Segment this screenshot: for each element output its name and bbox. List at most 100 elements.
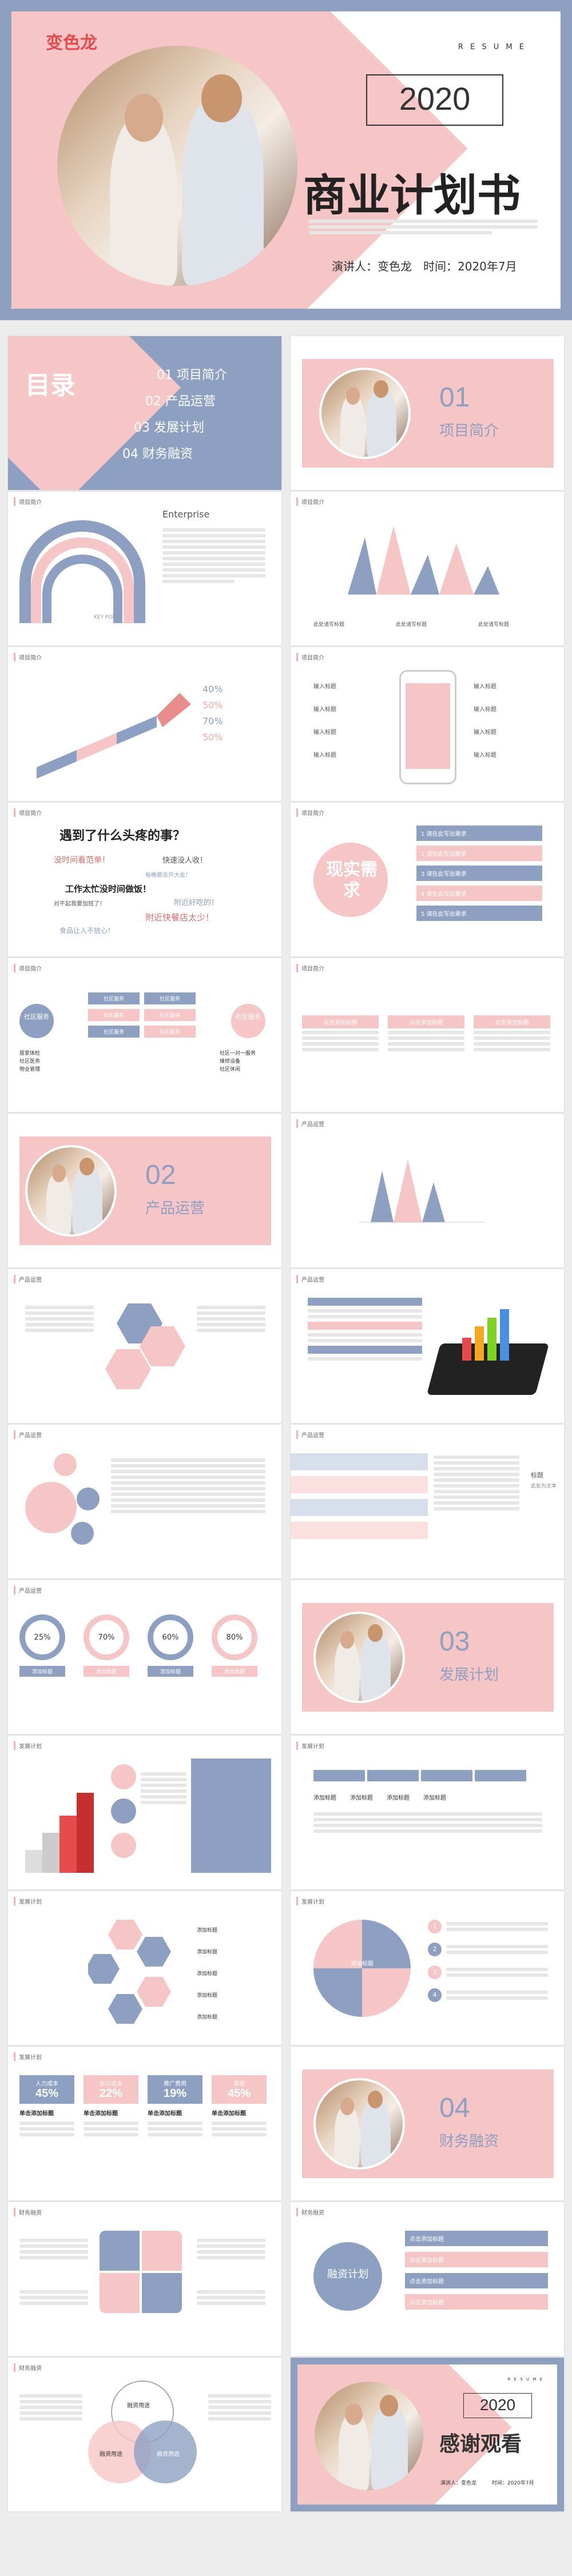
blue-circle-3: [71, 1522, 94, 1545]
service-left-circle: 社区服务: [19, 1004, 54, 1038]
toc-item-4[interactable]: 财务融资: [142, 447, 193, 461]
phone-label-8: 输入标题: [474, 752, 496, 759]
timeline-slide: 发展计划 添加标题 添加标题 添加标题 添加标题: [291, 1736, 564, 1889]
ring-4: 80%: [212, 1614, 257, 1660]
pain-2: 快速没人收！: [162, 856, 208, 865]
hexflow-item-3: 添加标题: [197, 1971, 218, 1977]
phone-label-4: 输入标题: [313, 752, 336, 759]
slide-header: 项目简介: [14, 808, 42, 817]
cost-head-1: 单击添加标题: [19, 2111, 54, 2117]
intro-b-item-1: 此处请写标题: [313, 622, 345, 628]
plan-circle-1: [111, 1764, 136, 1789]
phone-label-2: 输入标题: [313, 707, 336, 713]
ring-1: 25%: [19, 1614, 65, 1660]
section2-photo: [25, 1145, 117, 1237]
pain-7: 附近快餐店太少！: [145, 912, 214, 923]
pie-num-4: 4: [428, 1988, 442, 2002]
intro-slide-a: 项目简介 Enterprise KEY POINT: [8, 492, 281, 645]
slide-header: 发展计划: [14, 2052, 42, 2061]
slide-header: 项目简介: [296, 653, 324, 661]
slide-header: 产品运营: [296, 1430, 324, 1439]
pain-6: 附近好吃的！: [174, 899, 219, 907]
intro-slide-b: 项目简介 此处请写标题 此处请写标题 此处请写标题: [291, 492, 564, 645]
timeline-arrow-2: [367, 1770, 419, 1781]
hexflow-item-5: 添加标题: [197, 2015, 218, 2020]
venn-slide: 财务融资 融资用途 融资用途 融资用途: [8, 2358, 281, 2511]
ring-slide: 产品运营 25% 添加标题 70% 添加标题 60% 添加标题 80% 添加标题: [8, 1580, 281, 1734]
pie-num-3: 3: [428, 1965, 442, 1979]
cover-speaker: 演讲人：变色龙: [332, 260, 412, 273]
timeline-tab-3: 添加标题: [387, 1795, 410, 1801]
slide-header: 项目简介: [296, 497, 324, 506]
toc-item-3[interactable]: 发展计划: [154, 421, 205, 435]
toc-slide: 目录 01 项目简介 02 产品运营 03 发展计划 04 财务融资: [8, 336, 281, 490]
rising-steps: [37, 693, 191, 779]
service-chip-2: 社区服务: [144, 992, 196, 1004]
service-l-3: 物业管理: [19, 1067, 41, 1072]
service-right-circle: 社区服务: [231, 1004, 265, 1038]
ribbon-slide: 产品运营 标题 此处为文本: [291, 1425, 564, 1578]
ring-2: 70%: [84, 1614, 129, 1660]
ops-cone-chart: [359, 1159, 485, 1223]
ribbon-title: 标题: [531, 1472, 543, 1479]
big-pink-circle: [25, 1482, 77, 1533]
demand-item-3: 3 请在此写出需求: [416, 866, 542, 881]
service-slide: 项目简介 社区服务 社区服务 社区服务 社区服务 社区服务 社区服务 社区服务 …: [8, 958, 281, 1112]
pct-1: 40%: [202, 684, 223, 695]
pain-1: 没时间看范单！: [54, 856, 110, 865]
pie-list-slide: 发展计划 添加标题 1 2 3 4: [291, 1891, 564, 2045]
ops-cone-slide: 产品运营: [291, 1114, 564, 1267]
phone-label-3: 输入标题: [313, 729, 336, 736]
end-speaker: 演讲人：变色龙: [440, 2481, 477, 2486]
hex-slide: 产品运营: [8, 1269, 281, 1423]
venn-right: [134, 2421, 197, 2483]
slide-header: 产品运营: [14, 1586, 42, 1594]
end-year: 2020: [479, 2396, 516, 2414]
cost-slide: 发展计划 人力成本 45% 单击添加标题 办公成本 22% 单击添加标题 推广费…: [8, 2047, 281, 2200]
cover-inner: 变色龙 R E S U M E 2020 商业计划书 演讲人：变色龙 时间：20…: [11, 11, 561, 309]
toc-item-2[interactable]: 产品运营: [165, 394, 216, 409]
service-chip-5: 社区服务: [88, 1026, 140, 1038]
ring-3: 60%: [148, 1614, 193, 1660]
pie-num-2: 2: [428, 1943, 442, 1956]
venn-label-3: 融资用途: [157, 2451, 180, 2458]
cost-head-3: 单击添加标题: [148, 2111, 182, 2117]
demand-slide: 项目简介 现实需求 1 请在此写出需求 2 请在此写出需求 3 请在此写出需求 …: [291, 803, 564, 956]
section3-label: 发展计划: [439, 1666, 499, 1684]
ring-3-label: 添加标题: [148, 1666, 193, 1677]
cover-title: 商业计划书: [303, 170, 521, 221]
fin-plan-item-1: 点击添加标题: [405, 2231, 548, 2246]
timeline-tab-4: 添加标题: [423, 1795, 446, 1801]
key-point: KEY POINT: [94, 615, 121, 620]
blue-circle-2: [77, 1488, 100, 1510]
fin-plan-slide: 财务融资 融资计划 点击添加标题 点击添加标题 点击添加标题 点击添加标题: [291, 2202, 564, 2356]
slide-header: 项目简介: [14, 964, 42, 972]
slide-header: 发展计划: [14, 1741, 42, 1750]
service-chip-1: 社区服务: [88, 992, 140, 1004]
cost-label-3: 推广费用: [164, 2081, 186, 2087]
toc-pink: [8, 336, 181, 490]
slide-header: 财务融资: [14, 2363, 42, 2372]
cone-chart: [348, 526, 499, 595]
plan-circle-3: [111, 1833, 136, 1858]
service-l-1: 居家体检: [19, 1051, 41, 1056]
service-l-2: 社区医务: [19, 1059, 41, 1064]
pain-3: 每晚都去开大会！: [145, 872, 191, 879]
cost-label-1: 人力成本: [35, 2081, 58, 2087]
ring-2-val: 70%: [98, 1633, 115, 1642]
fin-plan-item-4: 点击添加标题: [405, 2294, 548, 2310]
toc-item-1[interactable]: 项目简介: [177, 368, 228, 382]
slide-header: 产品运营: [14, 1275, 42, 1283]
cover-resume: R E S U M E: [458, 43, 526, 51]
cover-sub-lines: [309, 217, 538, 237]
section1-slide: 01 项目简介: [291, 336, 564, 490]
end-time: 时间：2020年7月: [492, 2481, 534, 2486]
service-chip-3: 社区服务: [88, 1009, 140, 1021]
phone-label-1: 输入标题: [313, 684, 336, 690]
fin-plan-title: 融资计划: [327, 2268, 368, 2280]
cost-head-4: 单击添加标题: [212, 2111, 246, 2117]
phone-label-6: 输入标题: [474, 707, 496, 713]
section4-num: 04: [439, 2093, 470, 2123]
ring-3-val: 60%: [162, 1633, 179, 1642]
ribbon-text: 此处为文本: [531, 1484, 557, 1489]
